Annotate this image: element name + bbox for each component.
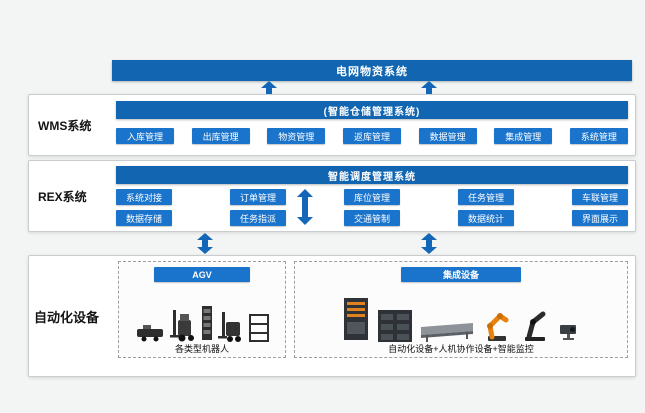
agv-label-bar: AGV <box>154 267 250 282</box>
power-grid-system-bar: 电网物资系统 <box>112 60 632 81</box>
rex-node-vehicle-mgmt: 车联管理 <box>572 189 628 205</box>
double-arrow-icon <box>197 233 213 254</box>
agv-robot-image <box>137 325 163 342</box>
mast-rack-image <box>202 306 212 340</box>
rex-node-data-storage: 数据存储 <box>116 210 172 226</box>
forklift-image <box>170 310 194 342</box>
wms-node-outbound: 出库管理 <box>191 128 250 144</box>
agv-images <box>123 286 281 342</box>
stacker-image <box>218 312 241 342</box>
rex-node-system-interface: 系统对接 <box>116 189 172 205</box>
rex-node-grid: 系统对接 数据存储 订单管理 任务指派 库位管理 交通管制 任务管理 数据统计 … <box>116 189 628 226</box>
vertical-lift-image <box>343 298 368 340</box>
automation-section-label: 自动化设备 <box>34 309 100 325</box>
rex-column: 系统对接 数据存储 <box>116 189 172 226</box>
rex-node-task-assign: 任务指派 <box>230 210 286 226</box>
rex-section-label: REX系统 <box>38 189 87 204</box>
integrated-caption: 自动化设备+人机协作设备+智能监控 <box>388 344 534 354</box>
rex-column: 车联管理 界面展示 <box>572 189 628 226</box>
rex-column: 库位管理 交通管制 <box>344 189 400 226</box>
wms-node-integration: 集成管理 <box>494 128 553 144</box>
shelf-rack-image <box>249 314 269 342</box>
rex-column: 任务管理 数据统计 <box>458 189 514 226</box>
double-arrow-icon <box>421 233 437 254</box>
integrated-group-box: 集成设备 <box>294 261 628 358</box>
rex-node-task-mgmt: 任务管理 <box>458 189 514 205</box>
tote-rack-image <box>377 310 412 342</box>
integrated-images <box>299 286 623 342</box>
rex-node-data-stats: 数据统计 <box>458 210 514 226</box>
wms-header-bar: (智能仓储管理系统) <box>116 101 628 119</box>
wms-node-data: 数据管理 <box>418 128 477 144</box>
double-arrow-icon <box>297 189 313 225</box>
orange-robot-arm-image <box>486 313 508 341</box>
wms-header-label: (智能仓储管理系统) <box>323 106 421 118</box>
rex-column: 订单管理 任务指派 <box>230 189 286 226</box>
wms-section-label: WMS系统 <box>38 118 92 133</box>
agv-caption: 各类型机器人 <box>174 344 229 354</box>
rex-header-label: 智能调度管理系统 <box>328 171 416 183</box>
wms-node-system: 系统管理 <box>569 128 628 144</box>
black-robot-arm-image <box>524 311 545 341</box>
vision-camera-image <box>559 325 576 340</box>
rex-node-ui-display: 界面展示 <box>572 210 628 226</box>
conveyor-image <box>420 323 473 342</box>
integrated-label-bar: 集成设备 <box>401 267 521 282</box>
power-grid-system-label: 电网物资系统 <box>336 65 408 78</box>
agv-group-box: AGV <box>118 261 286 358</box>
rex-header-bar: 智能调度管理系统 <box>116 166 628 184</box>
wms-button-row: 入库管理 出库管理 物资管理 返库管理 数据管理 集成管理 系统管理 <box>116 128 628 144</box>
wms-node-return: 返库管理 <box>342 128 401 144</box>
rex-node-traffic-control: 交通管制 <box>344 210 400 226</box>
rex-node-order-mgmt: 订单管理 <box>230 189 286 205</box>
wms-node-inbound: 入库管理 <box>116 128 174 144</box>
rex-node-location-mgmt: 库位管理 <box>344 189 400 205</box>
wms-node-materials: 物资管理 <box>267 128 326 144</box>
